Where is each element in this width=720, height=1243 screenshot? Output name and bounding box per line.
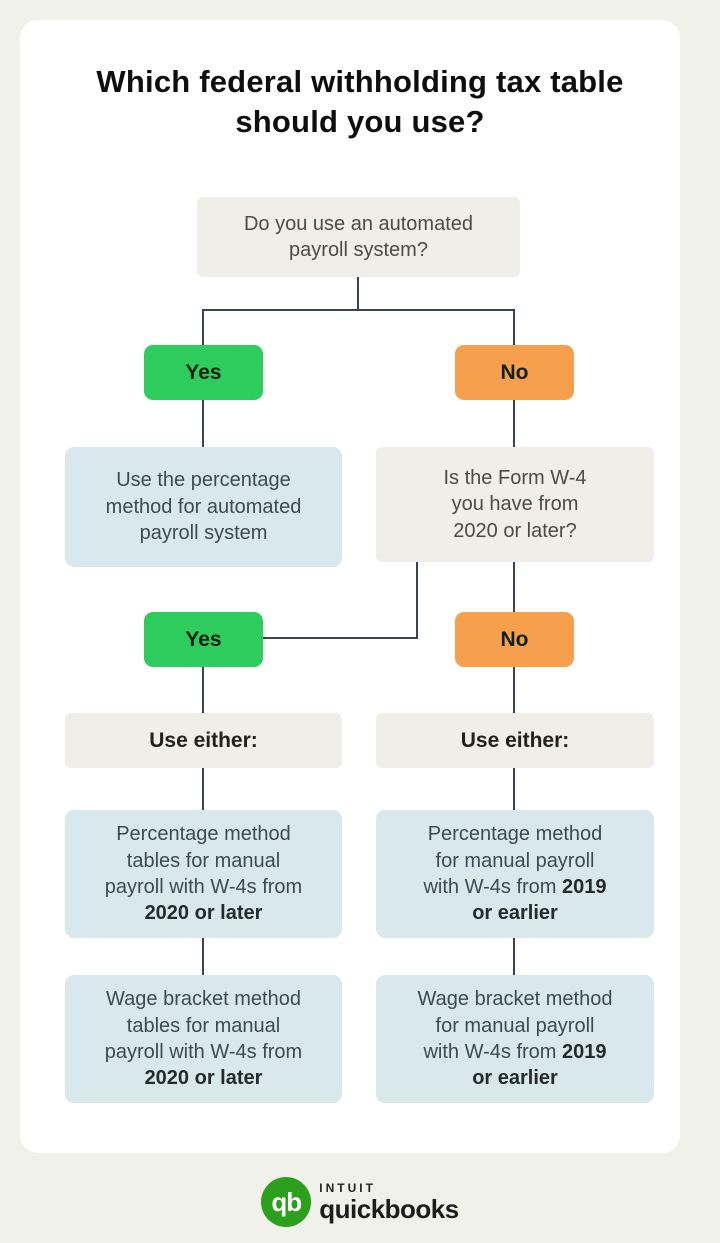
connector-to-yes1 <box>202 309 204 345</box>
connector-pct-right-down <box>513 938 515 975</box>
intuit-wordmark: INTUIT <box>319 1181 376 1195</box>
quickbooks-wordmark: quickbooks <box>319 1194 459 1224</box>
use-either-left: Use either: <box>65 713 342 768</box>
no-node-1: No <box>455 345 574 400</box>
result-wage-bracket-2020-later-text: Wage bracket method tables for manual pa… <box>104 988 303 1090</box>
use-either-right: Use either: <box>376 713 654 768</box>
connector-pct-left-down <box>202 938 204 975</box>
connector-yes2-to-use-either <box>202 667 204 713</box>
connector-q2-to-no2 <box>513 562 515 612</box>
yes-node-1: Yes <box>144 345 263 400</box>
connector-use-either-right-down <box>513 768 515 810</box>
connector-no1-to-q2 <box>513 400 515 447</box>
question-w4-year-text: Is the Form W-4 you have from 2020 or la… <box>443 466 587 542</box>
connector-use-either-left-down <box>202 768 204 810</box>
question-w4-year: Is the Form W-4 you have from 2020 or la… <box>376 447 654 562</box>
result-percentage-method-2020-later: Percentage method tables for manual payr… <box>65 810 342 938</box>
logo-wordmark: INTUIT quickbooks <box>319 1181 459 1224</box>
yes-node-2: Yes <box>144 612 263 667</box>
connector-q2-to-yes2-horizontal <box>263 637 418 639</box>
intuit-quickbooks-logo: qb INTUIT quickbooks <box>0 1174 720 1230</box>
connector-no2-to-use-either <box>513 667 515 713</box>
result-automated-percentage-method-text: Use the percentage method for automated … <box>105 469 302 545</box>
connector-q1-branch <box>202 309 515 311</box>
connector-to-no1 <box>513 309 515 345</box>
quickbooks-logo-icon: qb <box>261 1177 312 1227</box>
question-automated-payroll: Do you use an automated payroll system? <box>197 197 520 277</box>
result-automated-percentage-method: Use the percentage method for automated … <box>65 447 342 567</box>
result-wage-bracket-2019-earlier-text: Wage bracket method for manual payroll w… <box>417 988 613 1090</box>
result-percentage-method-2020-later-text: Percentage method tables for manual payr… <box>104 823 303 925</box>
connector-q2-to-yes2-vertical <box>416 562 418 639</box>
connector-yes1-to-result <box>202 400 204 447</box>
question-automated-payroll-text: Do you use an automated payroll system? <box>243 212 474 261</box>
result-percentage-method-2019-earlier: Percentage method for manual payroll wit… <box>376 810 654 938</box>
result-percentage-method-2019-earlier-text: Percentage method for manual payroll wit… <box>423 823 607 925</box>
no-node-2: No <box>455 612 574 667</box>
connector-q1-stem <box>357 277 359 311</box>
page-title: Which federal withholding tax table shou… <box>96 64 624 140</box>
result-wage-bracket-2019-earlier: Wage bracket method for manual payroll w… <box>376 975 654 1103</box>
result-wage-bracket-2020-later: Wage bracket method tables for manual pa… <box>65 975 342 1103</box>
